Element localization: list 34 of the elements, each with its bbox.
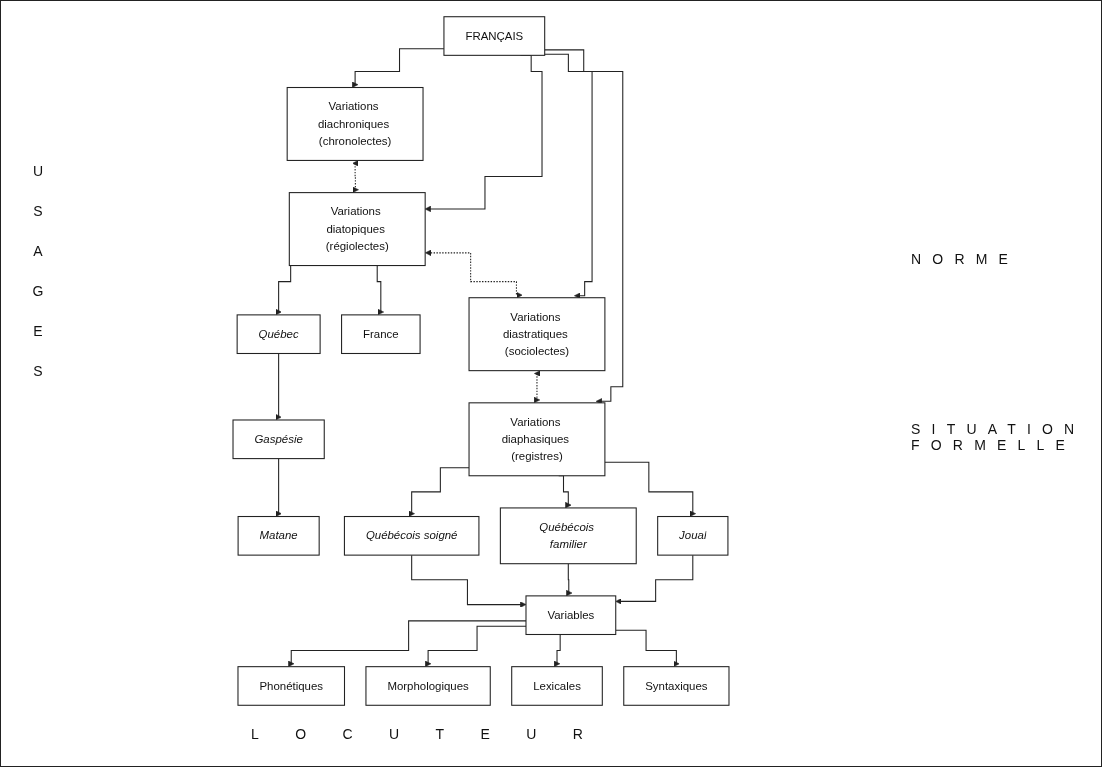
node-box: Variables bbox=[525, 595, 617, 636]
arrow bbox=[425, 249, 523, 299]
node-box: Variations diatopiques (régiolectes) bbox=[288, 192, 426, 267]
node-box: Joual bbox=[657, 516, 729, 556]
node-box: Variations diaphasiques (registres) bbox=[468, 402, 606, 477]
vertical-label: USAGES bbox=[31, 162, 45, 381]
arrow bbox=[604, 461, 696, 517]
node-box: FRANÇAIS bbox=[443, 16, 546, 56]
node-box: Phonétiques bbox=[237, 666, 346, 706]
node-box: Syntaxiques bbox=[623, 666, 730, 706]
arrow bbox=[408, 467, 470, 517]
node-box: Gaspésie bbox=[232, 419, 325, 460]
node-box: Matane bbox=[237, 516, 320, 556]
node-box: Québec bbox=[236, 314, 321, 355]
node-box: Québécois familier bbox=[499, 507, 637, 565]
arrow bbox=[566, 563, 573, 597]
node-box: Lexicales bbox=[511, 666, 603, 706]
arrow bbox=[351, 160, 359, 193]
arrow bbox=[553, 633, 564, 667]
arrow bbox=[615, 554, 694, 605]
annotation-label: NORME bbox=[911, 251, 1020, 267]
arrow bbox=[615, 629, 680, 667]
arrow bbox=[275, 458, 282, 517]
node-box: France bbox=[341, 314, 421, 355]
annotation-label: LOCUTEUR bbox=[251, 726, 620, 742]
arrow bbox=[544, 49, 624, 405]
annotation-label: SITUATION FORMELLE bbox=[911, 421, 1081, 453]
node-box: Variations diastratiques (sociolectes) bbox=[468, 297, 606, 372]
node-box: Québécois soigné bbox=[343, 516, 480, 556]
node-box: Morphologiques bbox=[365, 666, 491, 706]
arrow bbox=[533, 370, 541, 404]
node-box: Variations diachroniques (chronolectes) bbox=[286, 86, 424, 161]
arrow bbox=[544, 53, 593, 299]
arrow bbox=[275, 352, 282, 421]
